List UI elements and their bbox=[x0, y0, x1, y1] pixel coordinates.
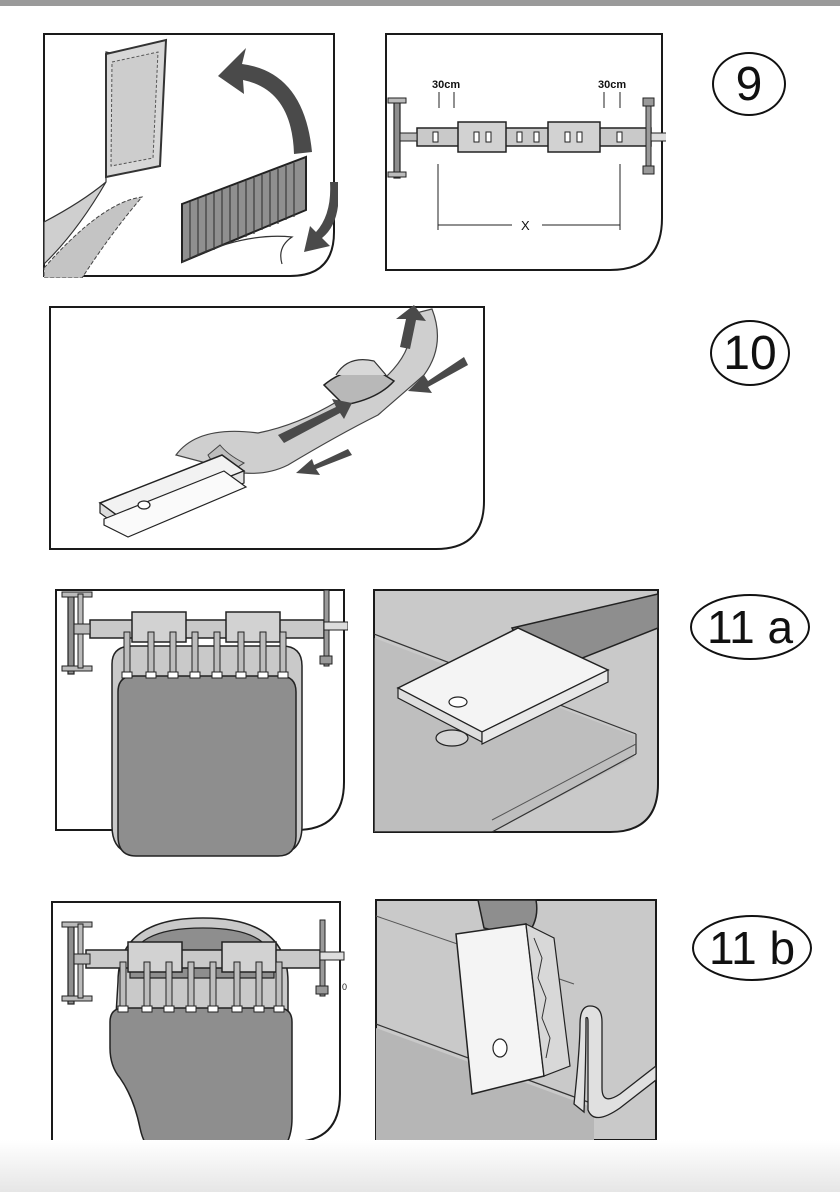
step-11b-badge: 11 b bbox=[692, 915, 812, 981]
step-9-badge: 9 bbox=[712, 52, 786, 116]
step-11b-number: 11 b bbox=[709, 921, 795, 975]
panel-11b-mark: 0 bbox=[342, 982, 347, 992]
step-11a-badge: 11 a bbox=[690, 594, 810, 660]
panel-11b-curtain-fold: 0 bbox=[48, 898, 348, 1168]
panel-9-rail-measure: 30cm 30cm X bbox=[384, 32, 666, 272]
panel-11a-clip-detail bbox=[372, 588, 662, 836]
panel-11b-clip-detail bbox=[374, 898, 658, 1142]
panel-11a-curtain-hang bbox=[52, 586, 348, 858]
measure-left-label: 30cm bbox=[432, 79, 460, 91]
measure-right-label: 30cm bbox=[598, 79, 626, 91]
top-rule bbox=[0, 0, 840, 6]
distance-label: X bbox=[521, 218, 530, 233]
curtain-front bbox=[118, 676, 296, 856]
step-11a-number: 11 a bbox=[707, 600, 793, 654]
panel-10-clip-strip bbox=[48, 305, 488, 551]
bottom-shade bbox=[0, 1140, 840, 1192]
step-10-number: 10 bbox=[723, 326, 776, 381]
step-9-number: 9 bbox=[736, 57, 763, 112]
step-10-badge: 10 bbox=[710, 320, 790, 386]
panel-9-remove-carpet bbox=[42, 32, 338, 278]
